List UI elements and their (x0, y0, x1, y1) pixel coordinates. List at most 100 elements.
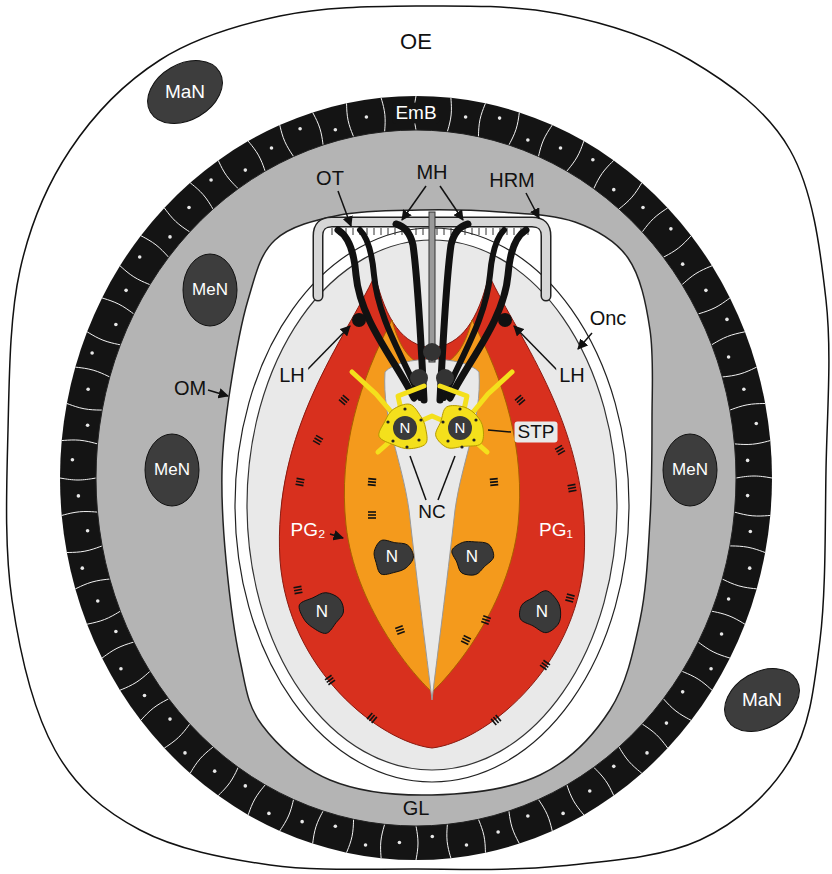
cell-wall (347, 819, 354, 852)
muscle-fibre (367, 713, 377, 723)
label-anchor: MH (416, 161, 447, 183)
cell-wall (594, 160, 614, 188)
label-anchor: MaN (742, 690, 782, 711)
part-label: N (386, 548, 398, 567)
cell-wall (62, 440, 98, 444)
cell-wall (698, 298, 730, 314)
muscle-fibre (555, 445, 565, 454)
cell-wall (164, 724, 189, 748)
gland-nuclei (299, 540, 561, 633)
tegument-tick (444, 228, 445, 235)
cell-nucleus-dot (168, 717, 172, 721)
penetration-gland-1 (279, 275, 584, 748)
lateral-hook (444, 230, 504, 398)
cell-wall (141, 236, 169, 258)
nerve-cell-granule (391, 439, 394, 442)
membrane-nucleus (145, 434, 199, 506)
gland-nucleus (299, 593, 343, 634)
muscle-fibre (490, 479, 498, 486)
cell-nucleus-dot (119, 667, 123, 671)
cell-wall (120, 671, 150, 690)
cell-nucleus-dot (398, 841, 402, 845)
label-anchor: LH (276, 364, 308, 386)
cell-nucleus-dot (612, 188, 616, 192)
cell-wall (102, 642, 134, 658)
cell-nucleus-dot (496, 830, 500, 834)
part-label: MeN (672, 461, 708, 480)
leader-arrow (514, 326, 557, 370)
cell-wall (120, 266, 150, 285)
label-anchor: OT (316, 167, 344, 189)
nerve-cell-nucleus (448, 416, 472, 440)
nerve-cells (379, 404, 484, 449)
leader-line (438, 456, 455, 500)
cell-wall (141, 699, 169, 721)
gland-nucleus (452, 541, 494, 575)
cell-wall (280, 800, 294, 831)
label-anchor: N (316, 603, 328, 622)
cell-nucleus-dot (588, 789, 592, 793)
label-anchor: MaN (165, 82, 205, 103)
cell-nucleus-dot (209, 178, 213, 182)
cell-nucleus-dot (665, 721, 669, 725)
label-anchor: MeN (154, 461, 190, 480)
cell-wall (538, 125, 552, 156)
cell-nucleus-dot (561, 812, 565, 816)
cell-nucleus-dot (90, 351, 94, 355)
gland-nucleus (374, 540, 413, 575)
cell-wall (87, 611, 120, 624)
cell-wall (734, 512, 770, 516)
cell-wall (736, 476, 772, 478)
part-label: MaN (742, 690, 782, 711)
label-anchor: N (536, 603, 548, 622)
cell-nucleus-dot (681, 690, 685, 694)
cell-nucleus-dot (749, 530, 753, 534)
part-label: GL (403, 797, 430, 819)
membrane-nucleus (183, 254, 237, 326)
part-label: STP (515, 422, 558, 443)
cell-nucleus-dot (365, 115, 369, 119)
part-label: MeN (192, 281, 228, 300)
embryophore-cells (60, 96, 772, 860)
label-anchor: NC (418, 502, 445, 523)
cell-wall (313, 811, 323, 844)
part-label: N (316, 603, 328, 622)
tegument-tick (493, 228, 494, 235)
membrane-nucleus (663, 434, 717, 506)
lateral-hook (338, 230, 414, 398)
leader-arrow (330, 534, 343, 538)
muscle-fibre (296, 478, 305, 485)
oncospheral-membrane (222, 210, 653, 795)
nerve-cell-granule (405, 445, 408, 448)
cell-wall (218, 767, 238, 795)
cell-nucleus-dot (244, 168, 248, 172)
embryophore (60, 96, 772, 860)
cell-nucleus-dot (183, 751, 187, 755)
leader-line (410, 456, 426, 500)
muscle-fibre (294, 586, 303, 593)
nerve-processes (352, 372, 512, 452)
leader-arrow (338, 191, 351, 226)
part-label: LH (276, 364, 308, 386)
cell-wall (619, 183, 642, 209)
muscle-fibre (481, 616, 491, 624)
cell-wall (347, 103, 354, 136)
cell-nucleus-dot (86, 529, 90, 533)
hook-guard (498, 313, 512, 327)
cell-wall (734, 441, 770, 445)
cell-nucleus-dot (138, 255, 142, 259)
part-label: MeN (154, 461, 190, 480)
tegument-tick (332, 228, 333, 235)
muscle-fibres (294, 395, 577, 725)
label-anchor: N (400, 419, 411, 437)
part-label: OM (174, 377, 206, 399)
nerve-cell (436, 406, 484, 449)
cell-wall (682, 671, 712, 690)
cell-wall (313, 112, 323, 145)
muscle-fibre (325, 675, 335, 685)
cell-nucleus-dot (526, 814, 530, 818)
cell-wall (509, 811, 519, 844)
cell-wall (663, 236, 691, 258)
cell-wall (663, 699, 691, 721)
label-anchor: LH (556, 364, 588, 386)
